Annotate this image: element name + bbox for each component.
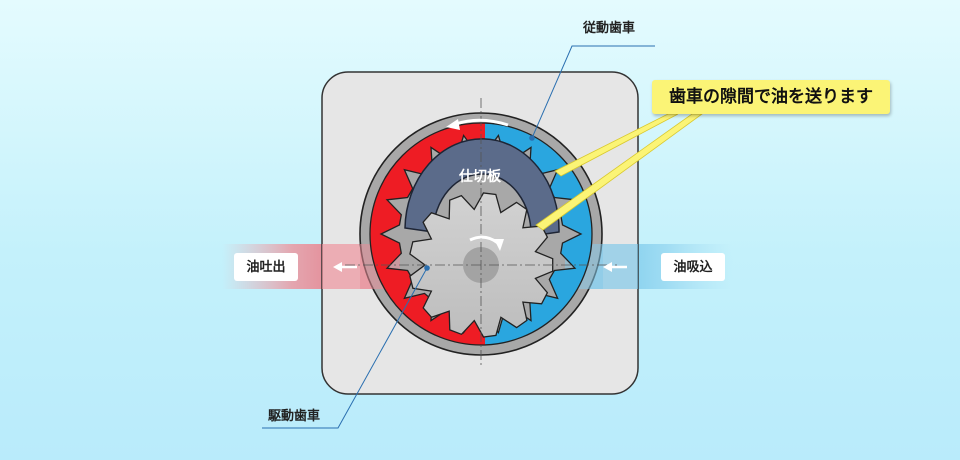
oil-outlet-label: 油吐出: [234, 253, 298, 281]
drive-gear-leader: [262, 265, 430, 429]
callout-pointer-lower: [535, 113, 704, 231]
callout-pointer-upper: [554, 113, 679, 177]
oil-inlet-label: 油吸込: [661, 253, 725, 281]
partition-plate: [404, 138, 560, 237]
partition-plate-label: 仕切板: [459, 169, 501, 185]
driven-gear-label: 従動歯車: [583, 21, 636, 36]
outlet-arrow: [333, 262, 357, 272]
driven-gear-rotation-arrow: [446, 118, 509, 130]
drive-gear-rotation-arrow: [469, 235, 504, 251]
callout-box: 歯車の隙間で油を送ります: [652, 80, 890, 114]
inlet-arrow: [603, 262, 627, 272]
driven-gear-teeth-red: [369, 122, 485, 346]
drive-gear-label: 駆動歯車: [268, 409, 321, 424]
driven-gear-leader: [529, 45, 655, 141]
driven-gear-outlet-side: [369, 122, 485, 346]
